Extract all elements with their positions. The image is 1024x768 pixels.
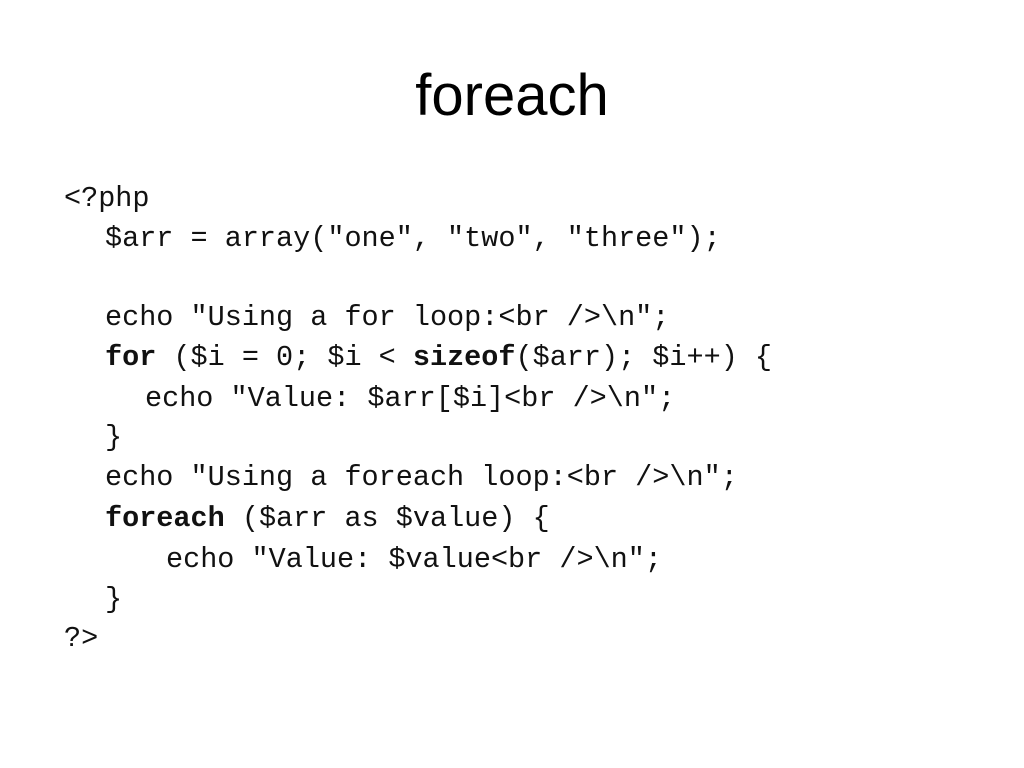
code-line-close-brace-foreach: } xyxy=(105,583,123,616)
code-line-for-statement: for ($i = 0; $i < sizeof($arr); $i++) { xyxy=(105,340,772,376)
code-line-echo-value: echo "Value: $value<br />\n"; xyxy=(166,543,662,576)
code-line-php-open: <?php xyxy=(64,182,150,215)
foreach-keyword: foreach xyxy=(105,502,225,535)
for-condition-start: ($i = 0; $i < xyxy=(156,341,413,374)
code-block: <?php $arr = array("one", "two", "three"… xyxy=(64,0,1004,768)
slide-title: foreach xyxy=(415,63,609,128)
foreach-expression: ($arr as $value) { xyxy=(224,502,550,535)
sizeof-keyword: sizeof xyxy=(412,341,516,374)
code-line-echo-value-index: echo "Value: $arr[$i]<br />\n"; xyxy=(145,382,676,415)
code-line-php-close: ?> xyxy=(64,622,99,655)
code-line-echo-foreach-loop: echo "Using a foreach loop:<br />\n"; xyxy=(105,461,738,494)
for-condition-end: ($arr); $i++) { xyxy=(515,341,773,374)
for-keyword: for xyxy=(105,341,157,374)
code-line-array-declaration: $arr = array("one", "two", "three"); xyxy=(105,222,721,255)
code-line-close-brace-for: } xyxy=(105,421,123,454)
code-line-echo-for-loop: echo "Using a for loop:<br />\n"; xyxy=(105,301,670,334)
code-line-foreach-statement: foreach ($arr as $value) { xyxy=(105,501,550,537)
